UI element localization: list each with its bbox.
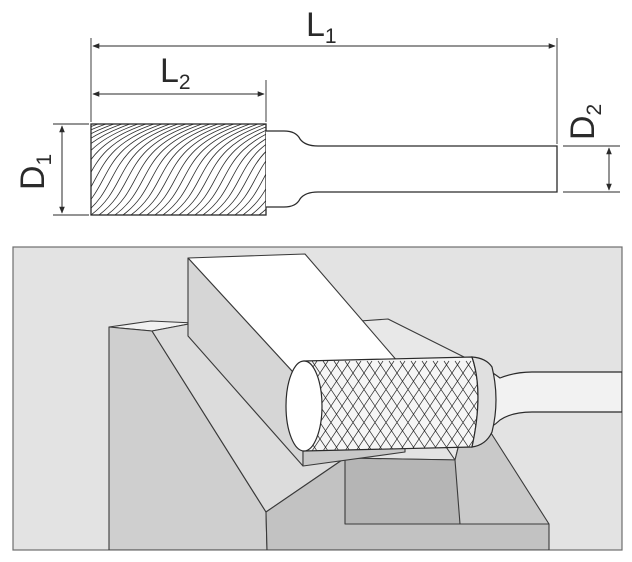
workpiece-slot-wall [344,457,461,525]
flute-line [154,124,251,215]
flute-line [146,124,243,215]
flute-line [91,124,179,209]
flute-line [186,129,266,215]
flute-line [130,124,227,215]
crosshatch-line [465,360,478,451]
flute-line [98,124,195,215]
crosshatch-line [304,360,329,451]
crosshatch-line [366,360,428,451]
label-l2: L2 [160,52,191,94]
flute-line [162,124,259,215]
crosshatch-line [344,360,406,451]
cutting-head-hatching [91,124,266,215]
flute-line [138,124,235,215]
flute-line [106,124,203,215]
crosshatch-line [454,360,478,451]
flute-line [178,126,266,215]
crosshatch-line [410,360,472,451]
flute-line [91,124,115,135]
crosshatch-line [454,360,478,451]
flute-line [226,160,266,215]
burr-side-view [90,123,558,216]
flute-line [170,124,266,215]
flute-line [122,124,219,215]
crosshatch-line [311,360,373,451]
burr-in-use [285,356,622,452]
flute-line [91,124,155,174]
crosshatch-line [399,360,461,451]
crosshatch-line [322,360,384,451]
burr-neck-ring [471,356,497,448]
crosshatch-line [333,360,395,451]
flute-line [91,124,171,200]
flute-line [91,124,139,152]
flute-line [114,124,211,215]
label-l1: L1 [306,6,337,48]
crosshatch-line [443,360,478,451]
flute-line [91,124,187,215]
flute-line [91,124,163,188]
flute-line [91,124,131,145]
neck-and-shank [266,130,558,208]
crosshatch-line [304,360,329,451]
crosshatch-line [465,360,478,451]
usage-illustration [12,246,623,551]
flute-line [242,187,266,215]
crosshatch-line [377,360,439,451]
flute-line [91,124,147,161]
burr-shank [479,363,622,433]
flute-line [91,124,123,139]
flute-line [202,138,266,215]
burr-end-face [285,360,323,452]
flute-line [250,199,266,215]
flute-line [194,133,266,215]
crosshatch-line [388,360,450,451]
crosshatch-line [355,360,417,451]
cutting-head [90,123,267,216]
technical-drawing: L1 L2 D1 D2 [14,6,620,216]
label-d2: D2 [564,104,606,140]
crosshatch-line [432,360,478,451]
label-d1: D1 [14,154,56,190]
flute-line [210,143,266,215]
flute-line [218,150,266,215]
flute-line [234,173,266,215]
